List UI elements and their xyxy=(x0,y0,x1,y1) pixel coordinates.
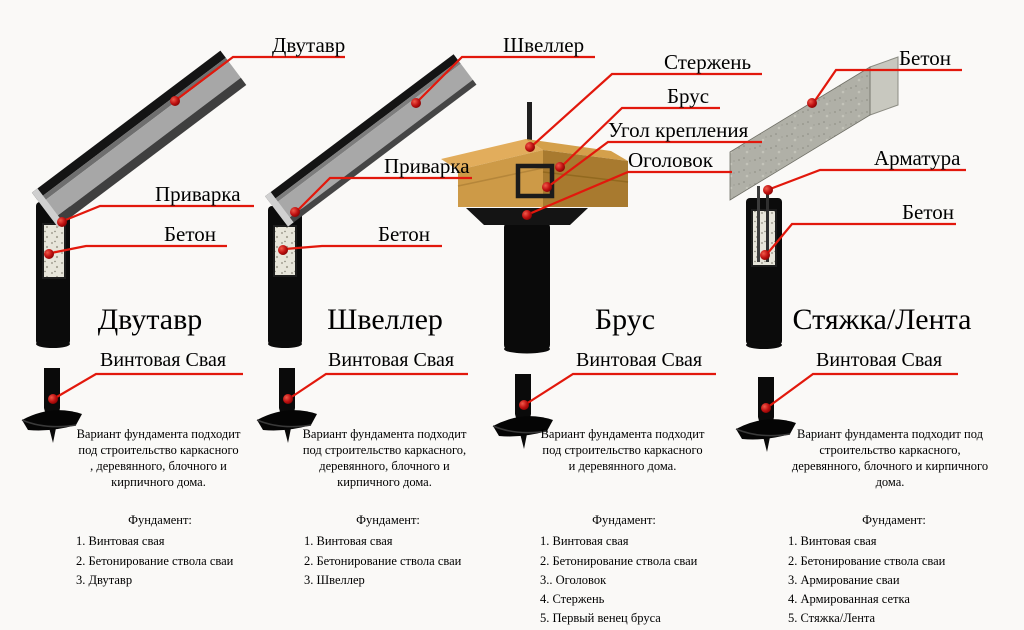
pile-bottom-4 xyxy=(746,341,782,349)
leader-dvutavr-concrete xyxy=(50,244,227,255)
pile-concrete-window-4 xyxy=(751,209,777,267)
callout-styazhka-rebar: Арматура xyxy=(874,146,961,170)
list-item: 3. Армирование сваи xyxy=(788,572,900,587)
callout-brus-cap: Оголовок xyxy=(628,148,713,172)
column-title-dvutavr: Двутавр xyxy=(97,303,203,336)
leader-brus-angle xyxy=(548,140,762,187)
leader-brus-timber xyxy=(561,106,720,167)
list-item: 1. Винтовая свая xyxy=(540,534,629,549)
leader-dvutavr-beam xyxy=(175,55,345,101)
leader-styazhka-pile xyxy=(767,372,958,408)
callout-brus-rod: Стержень xyxy=(664,50,752,74)
screw-pile-1 xyxy=(21,368,82,443)
list-item: 1. Винтовая свая xyxy=(788,534,877,549)
leader-brus-rod xyxy=(531,72,762,147)
leader-lines xyxy=(50,55,966,408)
callout-shveller-beam: Швеллер xyxy=(503,33,585,57)
column-title-shveller: Швеллер xyxy=(327,303,443,336)
description-3: Вариант фундамента подходит под строител… xyxy=(540,427,705,473)
pile-label-1: Винтовая Свая xyxy=(100,349,227,371)
leader-dvutavr-pile xyxy=(54,372,243,399)
threaded-rod xyxy=(527,102,532,152)
list-item: 1. Винтовая свая xyxy=(304,534,393,549)
list-item: 3. Швеллер xyxy=(304,572,365,587)
pile-shaft-3 xyxy=(504,222,550,350)
callout-brus-angle: Угол крепления xyxy=(608,118,749,142)
list-item: 2. Бетонирование ствола сваи xyxy=(540,553,698,568)
list-item: 3. Двутавр xyxy=(76,572,133,587)
leader-styazhka-concrete-pile xyxy=(766,222,956,255)
foundation-list-4: Фундамент: 1. Винтовая свая 2. Бетониров… xyxy=(788,512,1000,630)
list-item: 1. Винтовая свая xyxy=(76,534,165,549)
pile-label-4: Винтовая Свая xyxy=(816,349,943,371)
pile-bottom-3 xyxy=(504,344,550,354)
callout-styazhka-concrete-top: Бетон xyxy=(899,46,952,70)
callout-dvutavr-concrete: Бетон xyxy=(164,222,217,246)
callout-styazhka-concrete-pile: Бетон xyxy=(902,200,955,224)
list-header-3: Фундамент: xyxy=(592,513,656,527)
callout-dvutavr-weld: Приварка xyxy=(155,182,241,206)
foundation-list-3: Фундамент: 1. Винтовая свая 2. Бетониров… xyxy=(540,512,708,630)
mounting-bracket xyxy=(515,163,555,199)
leader-shveller-pile xyxy=(289,372,468,399)
leader-shveller-beam xyxy=(416,55,595,103)
channel-beam xyxy=(265,54,477,227)
callout-shveller-weld: Приварка xyxy=(384,154,470,178)
leader-styazhka-rebar xyxy=(769,168,966,191)
leader-brus-cap xyxy=(528,170,732,216)
leader-brus-pile xyxy=(525,372,716,405)
foundation-list-2: Фундамент: 1. Винтовая свая 2. Бетониров… xyxy=(304,512,472,591)
column-title-brus: Брус xyxy=(594,303,656,336)
list-item: 5. Первый венец бруса xyxy=(540,611,661,626)
illustration-shveller xyxy=(265,54,477,348)
description-1: Вариант фундамента подходит под строител… xyxy=(76,427,241,489)
screw-pile-4 xyxy=(735,377,796,452)
list-item: 2. Бетонирование ствола сваи xyxy=(76,553,234,568)
list-header-4: Фундамент: xyxy=(862,513,926,527)
pile-label-2: Винтовая Свая xyxy=(328,349,455,371)
ibeam-beam xyxy=(31,50,247,227)
list-header-2: Фундамент: xyxy=(356,513,420,527)
pile-bottom-2 xyxy=(268,340,302,348)
leader-styazhka-concrete-top xyxy=(813,68,962,103)
pile-bottom-1 xyxy=(36,340,70,348)
pile-label-3: Винтовая Свая xyxy=(576,349,703,371)
leader-shveller-concrete xyxy=(284,244,442,251)
leader-dots xyxy=(44,96,817,413)
list-item: 2. Бетонирование ствола сваи xyxy=(304,553,462,568)
screw-pile-2 xyxy=(256,368,317,443)
list-item: 5. Стяжка/Лента xyxy=(788,611,876,626)
leader-dvutavr-weld xyxy=(62,204,254,223)
illustration-dvutavr xyxy=(31,50,247,348)
screw-pile-3 xyxy=(492,374,553,449)
description-4: Вариант фундамента подходит под строител… xyxy=(791,427,989,489)
rebar-bars xyxy=(757,186,769,262)
list-item: 3.. Оголовок xyxy=(540,572,607,587)
leader-shveller-weld xyxy=(296,176,472,212)
list-item: 2. Бетонирование ствола сваи xyxy=(788,553,946,568)
description-2: Вариант фундамента подходит под строител… xyxy=(302,427,467,489)
concrete-beam xyxy=(729,56,899,201)
list-header-1: Фундамент: xyxy=(128,513,192,527)
callout-dvutavr-beam: Двутавр xyxy=(272,33,346,57)
callout-shveller-concrete: Бетон xyxy=(378,222,431,246)
list-item: 4. Стержень xyxy=(540,592,605,606)
callout-brus-timber: Брус xyxy=(667,84,710,108)
list-item: 4. Армированная сетка xyxy=(788,592,910,606)
column-title-styazhka: Стяжка/Лента xyxy=(792,303,972,336)
foundation-list-1: Фундамент: 1. Винтовая свая 2. Бетониров… xyxy=(76,512,244,591)
